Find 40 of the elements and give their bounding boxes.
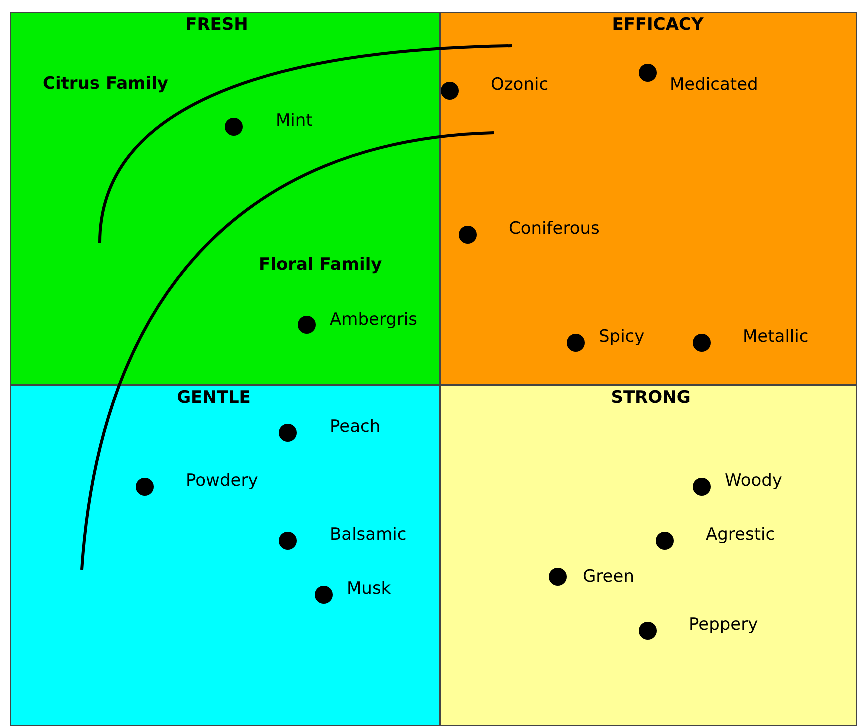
point-marker <box>298 316 316 334</box>
point-marker <box>567 334 585 352</box>
family-label: Citrus Family <box>43 74 168 94</box>
quadrant-heading: STRONG <box>611 388 691 408</box>
point-label: Agrestic <box>706 526 776 544</box>
point-label: Spicy <box>599 328 645 346</box>
point-marker <box>279 532 297 550</box>
family-label: Floral Family <box>259 255 382 275</box>
point-label: Peach <box>330 418 381 436</box>
quadrant-heading: EFFICACY <box>612 15 704 35</box>
point-marker <box>549 568 567 586</box>
quadrant-panel <box>10 385 440 726</box>
point-marker <box>693 334 711 352</box>
point-label: Medicated <box>670 76 758 94</box>
point-label: Peppery <box>689 616 758 634</box>
quadrant-heading: GENTLE <box>177 388 251 408</box>
point-marker <box>656 532 674 550</box>
point-label: Green <box>583 568 634 586</box>
point-label: Metallic <box>743 328 809 346</box>
quadrant-panel <box>440 385 857 726</box>
point-label: Powdery <box>186 472 258 490</box>
quadrant-heading: FRESH <box>186 15 248 35</box>
point-marker <box>693 478 711 496</box>
point-label: Musk <box>347 580 392 598</box>
point-marker <box>225 118 243 136</box>
point-marker <box>441 82 459 100</box>
point-label: Woody <box>725 472 782 490</box>
point-marker <box>639 64 657 82</box>
point-marker <box>459 226 477 244</box>
point-label: Ozonic <box>491 76 549 94</box>
point-label: Ambergris <box>330 311 418 329</box>
quadrant-panel <box>440 12 857 385</box>
point-label: Mint <box>276 112 313 130</box>
point-marker <box>639 622 657 640</box>
point-marker <box>279 424 297 442</box>
point-label: Balsamic <box>330 526 407 544</box>
point-marker <box>315 586 333 604</box>
point-label: Coniferous <box>509 220 600 238</box>
point-marker <box>136 478 154 496</box>
quadrant-panel <box>10 12 440 385</box>
